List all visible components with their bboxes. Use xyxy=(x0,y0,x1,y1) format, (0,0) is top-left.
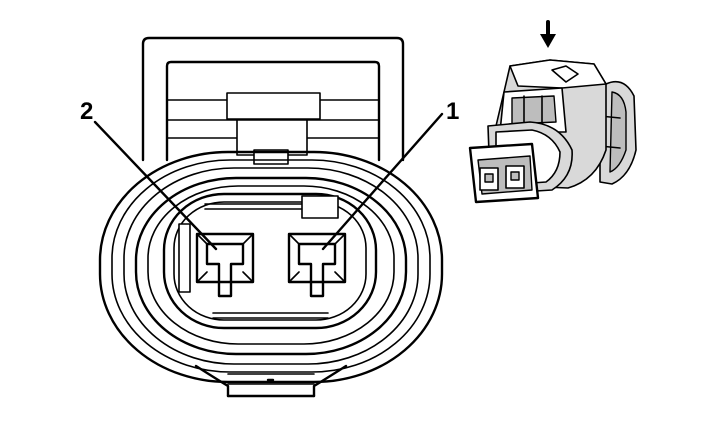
leader-line-pin-1 xyxy=(321,112,444,251)
pin-terminal-1 xyxy=(287,232,347,298)
locking-tab xyxy=(141,36,405,165)
connector-isometric-view xyxy=(468,59,637,204)
down-arrow-icon xyxy=(540,20,556,48)
connector-shell xyxy=(98,150,444,384)
pin-label-1: 1 xyxy=(446,98,459,125)
pin-terminal-2 xyxy=(195,232,255,298)
pin-label-2: 2 xyxy=(80,98,93,125)
leader-line-pin-2 xyxy=(93,120,218,251)
connector-cavity xyxy=(162,192,378,330)
connector-face-view: 2 1 xyxy=(80,36,459,398)
connector-base xyxy=(194,364,348,398)
